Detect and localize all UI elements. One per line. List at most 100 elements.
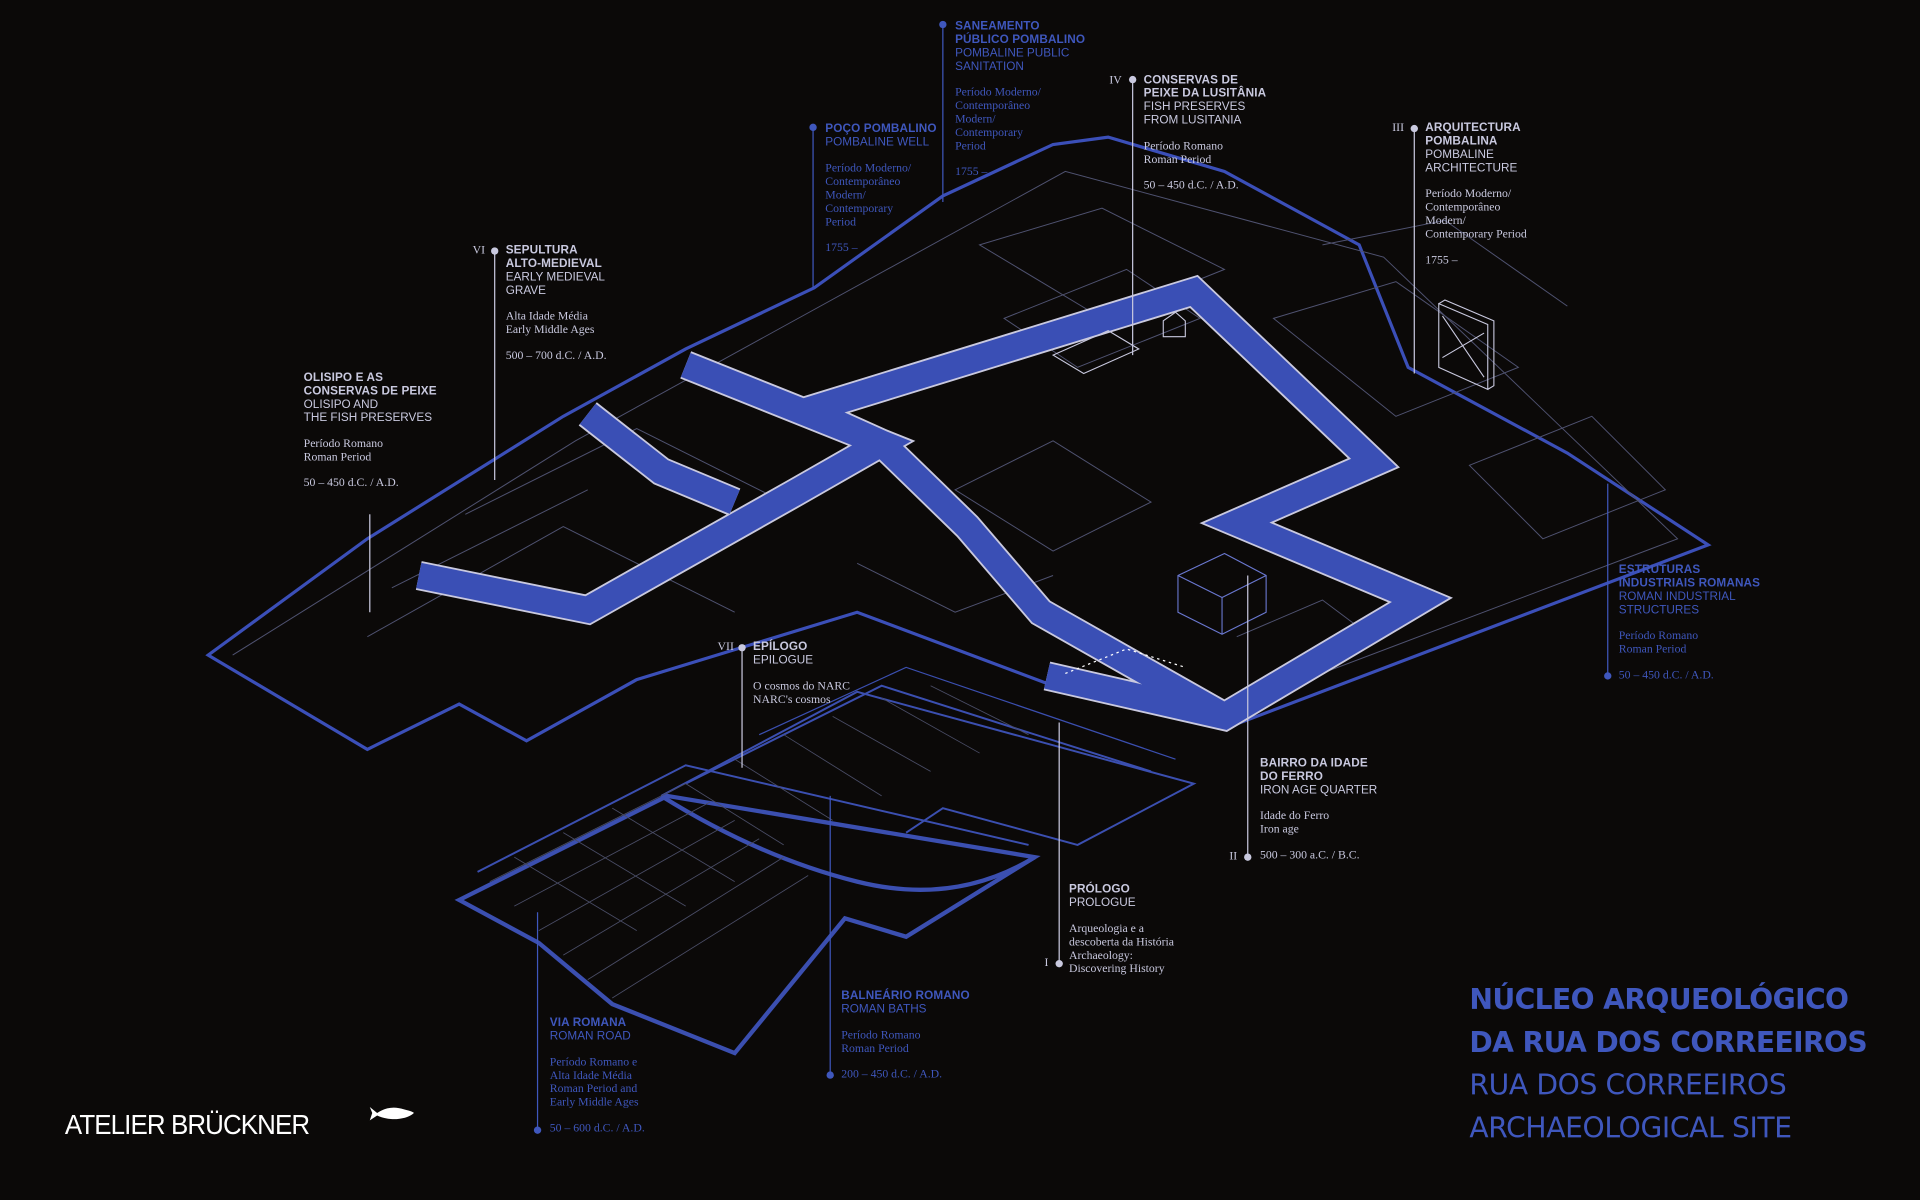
label-subtitle: IRON AGE QUARTER bbox=[1260, 783, 1378, 798]
label-title: ALTO-MEDIEVAL bbox=[505, 257, 602, 271]
label-title: PEIXE DA LUSITÂNIA bbox=[1143, 86, 1267, 101]
label-period-line: Contemporâneo bbox=[955, 99, 1031, 113]
label-period-line: Arqueologia e a bbox=[1068, 922, 1145, 936]
label-title: SANEAMENTO bbox=[955, 19, 1040, 34]
label-date: 500 – 300 a.C. / B.C. bbox=[1260, 848, 1360, 863]
label-period-line: Período Romano bbox=[841, 1028, 921, 1043]
label-period-line: Período Romano bbox=[1143, 139, 1223, 154]
label-subtitle: FISH PRESERVES bbox=[1143, 100, 1246, 114]
label-title: PRÓLOGO bbox=[1068, 882, 1130, 897]
label-title: CONSERVAS DE PEIXE bbox=[303, 384, 437, 398]
label-subtitle: ROMAN BATHS bbox=[841, 1002, 927, 1017]
label-period-line: Alta Idade Média bbox=[549, 1068, 633, 1083]
label-period-line: Period bbox=[955, 139, 986, 154]
structure-boxes bbox=[1051, 299, 1495, 635]
label-numeral: VII bbox=[717, 640, 734, 654]
label-date: 50 – 450 d.C. / A.D. bbox=[1143, 178, 1239, 193]
lower-detail bbox=[489, 685, 1029, 999]
label-period-line: Período Moderno/ bbox=[1425, 187, 1512, 201]
leader-dots bbox=[491, 20, 1612, 1134]
label-subtitle: ARCHITECTURE bbox=[1425, 161, 1518, 176]
logo-text: ATELIER BRÜCKNER bbox=[64, 1108, 310, 1141]
label-title: DO FERRO bbox=[1260, 770, 1323, 784]
label-title: BAIRRO DA IDADE bbox=[1260, 756, 1368, 771]
label-period-line: Roman Period bbox=[1143, 153, 1212, 167]
title-pt-line1: NÚCLEO ARQUEOLÓGICO bbox=[1469, 984, 1849, 1017]
label-period-line: descoberta da História bbox=[1068, 935, 1175, 949]
walkway bbox=[415, 274, 1453, 732]
label-period-line: Modern/ bbox=[955, 112, 996, 127]
label-period-line: Período Moderno/ bbox=[825, 161, 912, 176]
label-period-line: Early Middle Ages bbox=[505, 323, 595, 337]
leader-lines bbox=[369, 26, 1609, 1131]
label-period-line: Roman Period and bbox=[549, 1082, 638, 1096]
label-period-line: Período Moderno/ bbox=[955, 85, 1041, 100]
label-period-line: Archaeology: bbox=[1068, 948, 1133, 963]
label-subtitle: EARLY MEDIEVAL bbox=[505, 270, 605, 285]
title-en-line1: RUA DOS CORREEIROS bbox=[1469, 1070, 1787, 1103]
label-subtitle: ROMAN ROAD bbox=[549, 1029, 631, 1044]
label-period-line: Contemporary Period bbox=[1425, 227, 1527, 242]
label-period-line: NARC's cosmos bbox=[753, 693, 831, 707]
label-title: INDUSTRIAIS ROMANAS bbox=[1618, 576, 1761, 591]
upper-detail bbox=[232, 170, 1679, 711]
label-period-line: O cosmos do NARC bbox=[753, 679, 850, 694]
label-period-line: Contemporary bbox=[955, 126, 1023, 140]
label-subtitle: GRAVE bbox=[505, 284, 546, 298]
label-period-line: Contemporâneo bbox=[825, 175, 901, 189]
label-subtitle: POMBALINE WELL bbox=[825, 135, 930, 150]
label-date: 1755 – bbox=[955, 165, 988, 179]
label-period-line: Roman Period bbox=[841, 1042, 909, 1056]
label-subtitle: SANITATION bbox=[955, 60, 1024, 74]
label-period-line: Discovering History bbox=[1068, 962, 1165, 976]
label-period-line: Roman Period bbox=[1618, 642, 1687, 657]
label-numeral: I bbox=[1044, 956, 1049, 970]
label-period-line: Early Middle Ages bbox=[549, 1095, 639, 1110]
label-period-line: Contemporary bbox=[825, 202, 894, 216]
label-period-line: Período Romano e bbox=[549, 1055, 638, 1069]
label-title: POÇO POMBALINO bbox=[825, 122, 937, 136]
upper-layer-outline bbox=[205, 135, 1712, 752]
label-date: 500 – 700 d.C. / A.D. bbox=[505, 348, 607, 363]
label-date: 50 – 600 d.C. / A.D. bbox=[549, 1121, 645, 1136]
label-subtitle: EPILOGUE bbox=[753, 653, 814, 668]
label-subtitle: POMBALINE PUBLIC bbox=[955, 46, 1070, 61]
label-title: POMBALINA bbox=[1425, 134, 1498, 149]
label-period-line: Period bbox=[825, 215, 856, 229]
title-pt-line2: DA RUA DOS CORREEIROS bbox=[1469, 1027, 1868, 1060]
fish-icon bbox=[369, 1106, 414, 1121]
title-en-line2: ARCHAEOLOGICAL SITE bbox=[1469, 1113, 1792, 1145]
label-subtitle: OLISIPO AND bbox=[303, 397, 379, 412]
label-period-line: Modern/ bbox=[825, 188, 866, 203]
label-title: OLISIPO E AS bbox=[303, 371, 384, 385]
label-date: 50 – 450 d.C. / A.D. bbox=[303, 476, 399, 490]
label-numeral: II bbox=[1229, 849, 1238, 864]
label-title: ARQUITECTURA bbox=[1425, 121, 1521, 135]
label-date: 1755 – bbox=[1425, 253, 1458, 267]
label-period-line: Modern/ bbox=[1425, 214, 1466, 228]
label-period-line: Período Romano bbox=[1618, 629, 1699, 643]
label-title: VIA ROMANA bbox=[549, 1016, 627, 1030]
label-date: 1755 – bbox=[825, 241, 858, 255]
